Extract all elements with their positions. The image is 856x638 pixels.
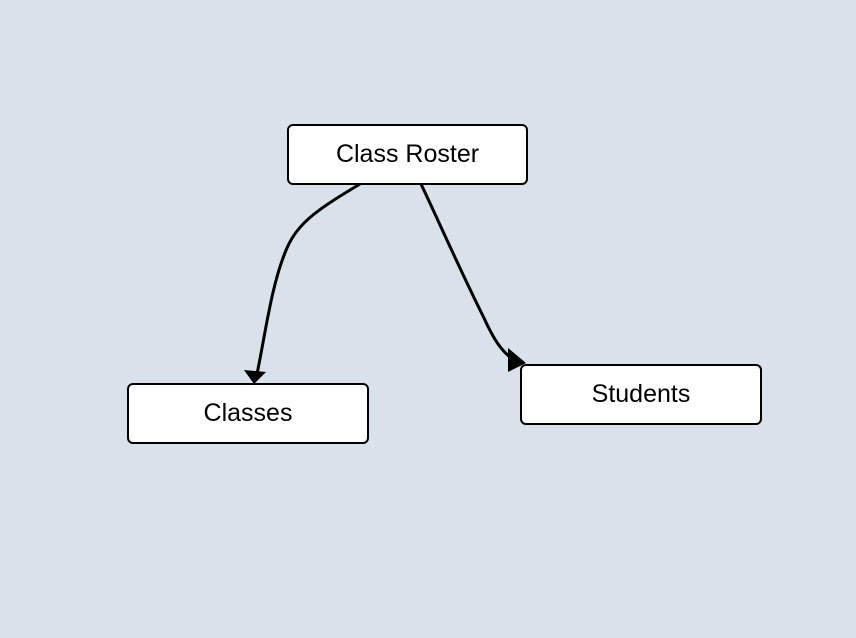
edge-root-to-classes: [255, 182, 361, 375]
node-class-roster[interactable]: Class Roster: [287, 124, 528, 185]
node-label: Class Roster: [335, 140, 480, 168]
edge-root-to-students: [419, 183, 515, 362]
node-label: Students: [591, 380, 691, 408]
node-classes[interactable]: Classes: [127, 383, 369, 444]
node-label: Classes: [203, 399, 293, 427]
arrowhead-classes: [244, 370, 266, 384]
arrowhead-students: [508, 348, 526, 372]
node-students[interactable]: Students: [520, 364, 762, 425]
